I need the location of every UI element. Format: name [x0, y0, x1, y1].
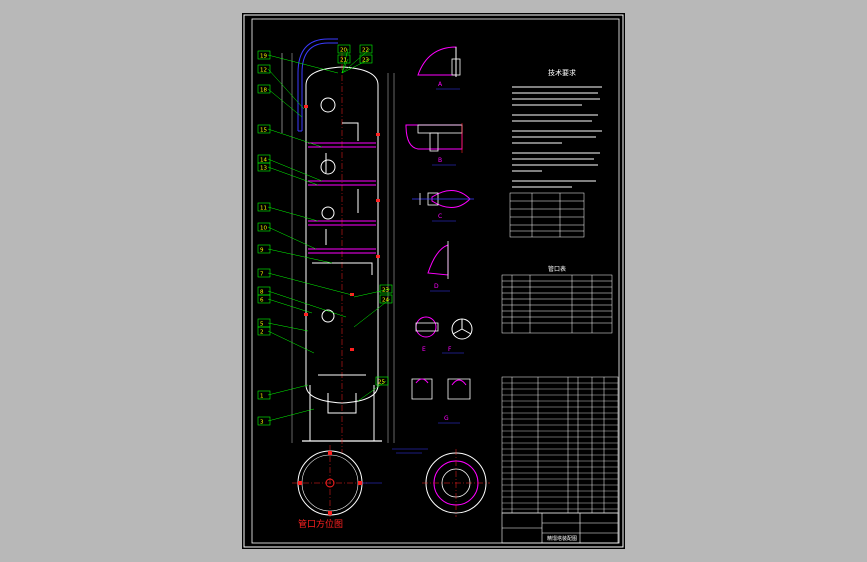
left-leader-0	[267, 54, 339, 74]
top-leader-3	[341, 58, 371, 74]
left-leader-10	[267, 290, 347, 318]
detail-b-label: B	[438, 157, 442, 164]
right-balloon-0: 23	[382, 288, 389, 294]
nozzle-table	[501, 274, 613, 334]
left-balloon-2: 18	[260, 88, 267, 94]
left-balloon-box-5	[257, 162, 271, 172]
right-balloon-box-0	[379, 284, 393, 294]
left-leader-7	[267, 226, 317, 250]
left-balloon-box-1	[257, 64, 271, 74]
outer-frame	[243, 14, 624, 548]
detail-g-label: G	[444, 415, 449, 422]
detail-d-label: D	[434, 283, 439, 290]
left-balloon-box-6	[257, 202, 271, 212]
plan-view	[292, 445, 382, 521]
left-leader-1	[267, 68, 305, 110]
nozzle-table-heading: 管口表	[548, 265, 566, 273]
detail-f-label: F	[448, 346, 452, 353]
left-balloon-1: 12	[260, 68, 267, 74]
left-balloon-box-15	[257, 416, 271, 426]
left-balloon-6: 11	[260, 206, 267, 212]
tech-requirements-heading: 技术要求	[548, 68, 576, 77]
right-balloon-group: 23 24 25	[375, 284, 393, 386]
left-balloon-3: 15	[260, 128, 267, 134]
left-balloon-box-7	[257, 222, 271, 232]
left-leader-15	[267, 408, 315, 422]
top-balloon-2: 22	[362, 48, 369, 54]
left-balloon-13: 2	[260, 330, 264, 336]
left-leader-11	[267, 298, 313, 314]
parts-list-rows	[502, 382, 618, 510]
left-balloon-box-11	[257, 294, 271, 304]
left-leader-9	[267, 272, 353, 296]
detail-views	[405, 46, 474, 424]
left-leader-8	[267, 248, 333, 264]
left-balloon-7: 10	[260, 226, 267, 232]
left-leader-2	[267, 88, 303, 118]
right-balloon-box-1	[379, 294, 393, 304]
spec-table	[509, 192, 585, 238]
skirt-plan-view	[422, 449, 490, 517]
top-balloon-group: 20 21 22 23	[337, 44, 373, 64]
left-leader-6	[267, 206, 319, 222]
right-balloon-1: 24	[382, 298, 389, 304]
left-leader-12	[267, 322, 309, 332]
top-balloon-box-0	[337, 44, 351, 54]
left-balloon-box-2	[257, 84, 271, 94]
left-balloon-10: 8	[260, 290, 264, 296]
left-balloon-box-8	[257, 244, 271, 254]
left-leader-lines	[267, 48, 391, 422]
detail-e-label: E	[422, 346, 426, 353]
right-leader-1	[353, 298, 391, 328]
left-balloon-4: 14	[260, 158, 267, 164]
left-balloon-12: 5	[260, 322, 264, 328]
title-block	[501, 512, 619, 544]
left-balloon-15: 3	[260, 420, 264, 426]
top-balloon-box-1	[337, 54, 351, 64]
left-balloon-box-0	[257, 50, 271, 60]
top-balloon-3: 23	[362, 58, 369, 64]
detail-a-label: A	[438, 81, 443, 88]
inner-frame	[251, 18, 620, 544]
left-balloon-8: 9	[260, 248, 264, 254]
left-leader-4	[267, 158, 323, 182]
top-balloon-box-2	[359, 44, 373, 54]
left-balloon-9: 7	[260, 272, 264, 278]
left-leader-13	[267, 330, 315, 354]
left-balloon-box-3	[257, 124, 271, 134]
left-balloon-0: 19	[260, 54, 267, 60]
top-balloon-1: 21	[340, 58, 347, 64]
left-leader-5	[267, 166, 319, 186]
left-balloon-11: 6	[260, 298, 264, 304]
plan-view-label: 管口方位图	[298, 518, 343, 530]
left-balloon-box-13	[257, 326, 271, 336]
drawing-title: 精馏塔装配图	[547, 535, 577, 542]
left-balloon-box-9	[257, 268, 271, 278]
top-balloon-0: 20	[340, 48, 347, 54]
left-balloon-box-14	[257, 390, 271, 400]
right-balloon-box-2	[375, 376, 389, 386]
left-balloon-5: 13	[260, 166, 267, 172]
overhead-pipe	[281, 38, 338, 133]
top-leader-1	[341, 58, 349, 74]
detail-c-label: C	[438, 213, 442, 220]
tech-requirements-body	[512, 86, 602, 188]
parts-list	[501, 376, 619, 514]
right-leader-2	[357, 380, 387, 402]
left-balloon-14: 1	[260, 394, 264, 400]
right-leader-0	[353, 288, 391, 298]
top-balloon-box-3	[359, 54, 373, 64]
left-leader-3	[267, 128, 323, 148]
right-balloon-2: 25	[378, 380, 385, 386]
left-leader-14	[267, 384, 309, 396]
tower-trays	[304, 97, 380, 414]
